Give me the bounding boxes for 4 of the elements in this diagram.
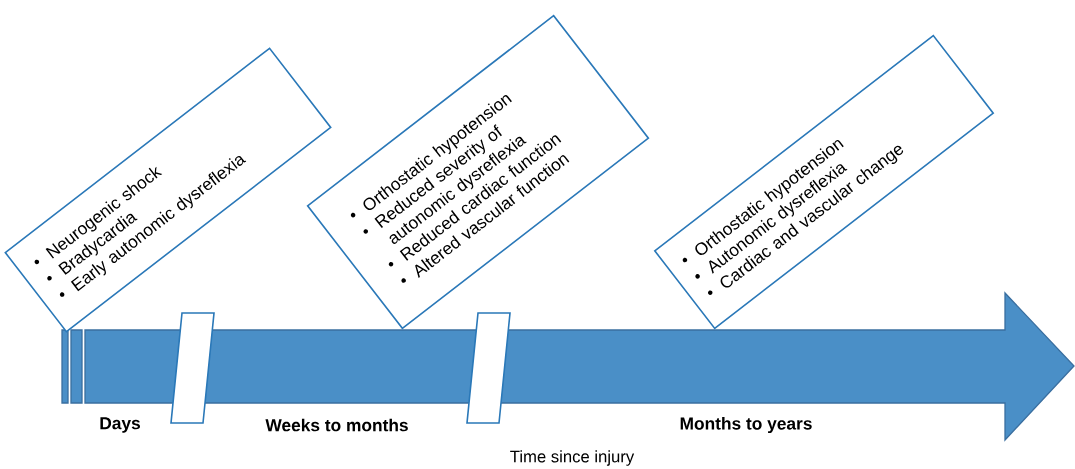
time-period-label: Days	[100, 417, 140, 433]
axis-label: Time since injury	[510, 450, 635, 466]
time-period-label: Weeks to months	[265, 418, 408, 432]
time-period-label: Months to years	[680, 416, 812, 434]
